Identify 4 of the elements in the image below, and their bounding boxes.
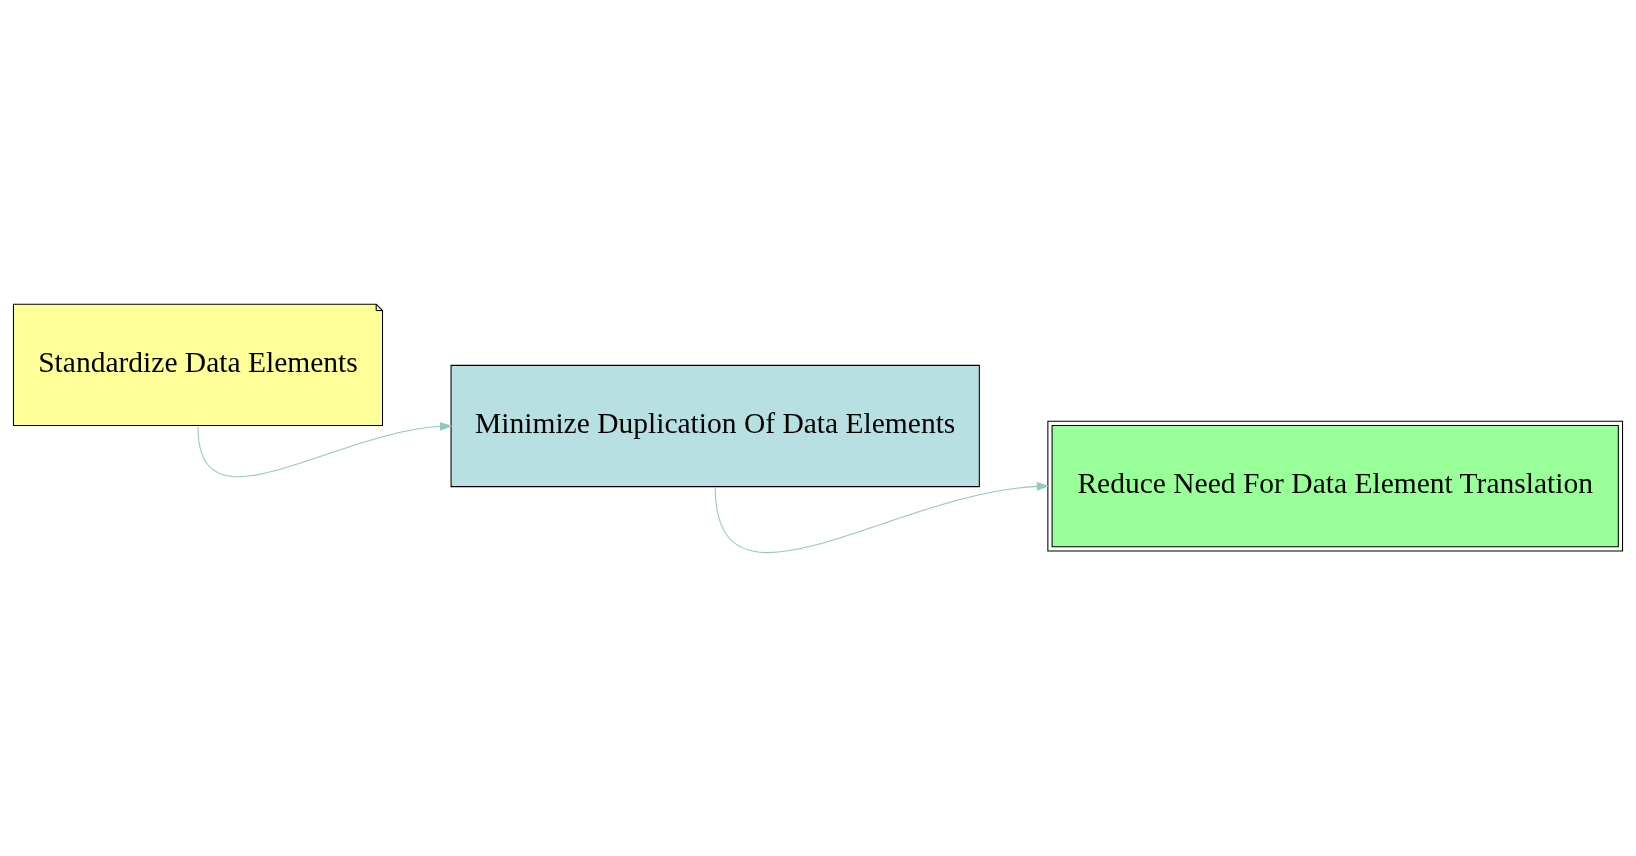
node-box: Reduce Need For Data Element Translation bbox=[1047, 420, 1624, 551]
arrow bbox=[714, 481, 1050, 553]
arrow bbox=[197, 421, 453, 477]
node-box: Minimize Duplication Of Data Elements bbox=[450, 364, 980, 487]
